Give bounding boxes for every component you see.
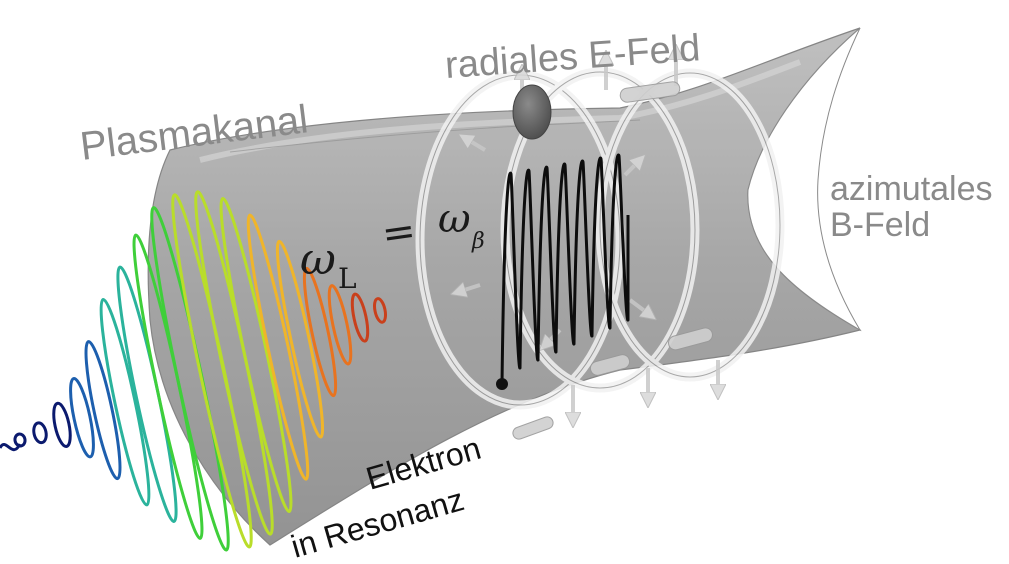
pulse-cycle — [246, 213, 310, 481]
omega-betatron-subscript: β — [471, 229, 485, 254]
arrow-in-4 — [628, 298, 650, 315]
rod-top — [619, 81, 681, 103]
ring-3-edge — [599, 72, 781, 378]
label-azimuthal-line2: B-Feld — [830, 206, 930, 244]
field-rods — [512, 81, 713, 440]
electron-dot — [496, 378, 508, 390]
frequency-relation: ω L = ω β — [300, 196, 485, 295]
pulse-cycle — [373, 297, 387, 324]
pulse-cycle — [350, 292, 370, 343]
label-azimuthal-line1: azimutales — [830, 170, 993, 208]
pulse-cycle — [99, 297, 151, 507]
arrow-in-1 — [465, 138, 487, 152]
arrow-in-2 — [458, 285, 481, 292]
electron-oscillation-path — [500, 153, 630, 385]
pulse-cycle — [302, 266, 338, 398]
pulse-tail — [0, 443, 22, 452]
rod-bottom — [512, 416, 554, 440]
equals-sign: = — [379, 208, 419, 258]
pulse-cycle — [84, 340, 122, 481]
omega-laser-subscript: L — [338, 262, 357, 295]
omega-betatron-symbol: ω — [438, 196, 471, 242]
pulse-cycle — [32, 421, 48, 445]
arrow-in-3 — [623, 160, 640, 177]
pulse-cycle — [52, 401, 72, 448]
pulse-cycle — [69, 377, 95, 459]
pulse-cycle — [13, 432, 27, 448]
rod-right-1 — [668, 327, 713, 351]
radial-field-arrows — [458, 52, 718, 420]
laser-pulse — [0, 190, 387, 552]
pulse-cycle — [275, 239, 325, 439]
pulse-cycle — [327, 284, 353, 366]
pulse-cycle — [219, 197, 293, 514]
field-source-blob — [512, 84, 552, 140]
rod-right-2 — [589, 354, 631, 376]
omega-laser-symbol: ω — [300, 234, 336, 285]
